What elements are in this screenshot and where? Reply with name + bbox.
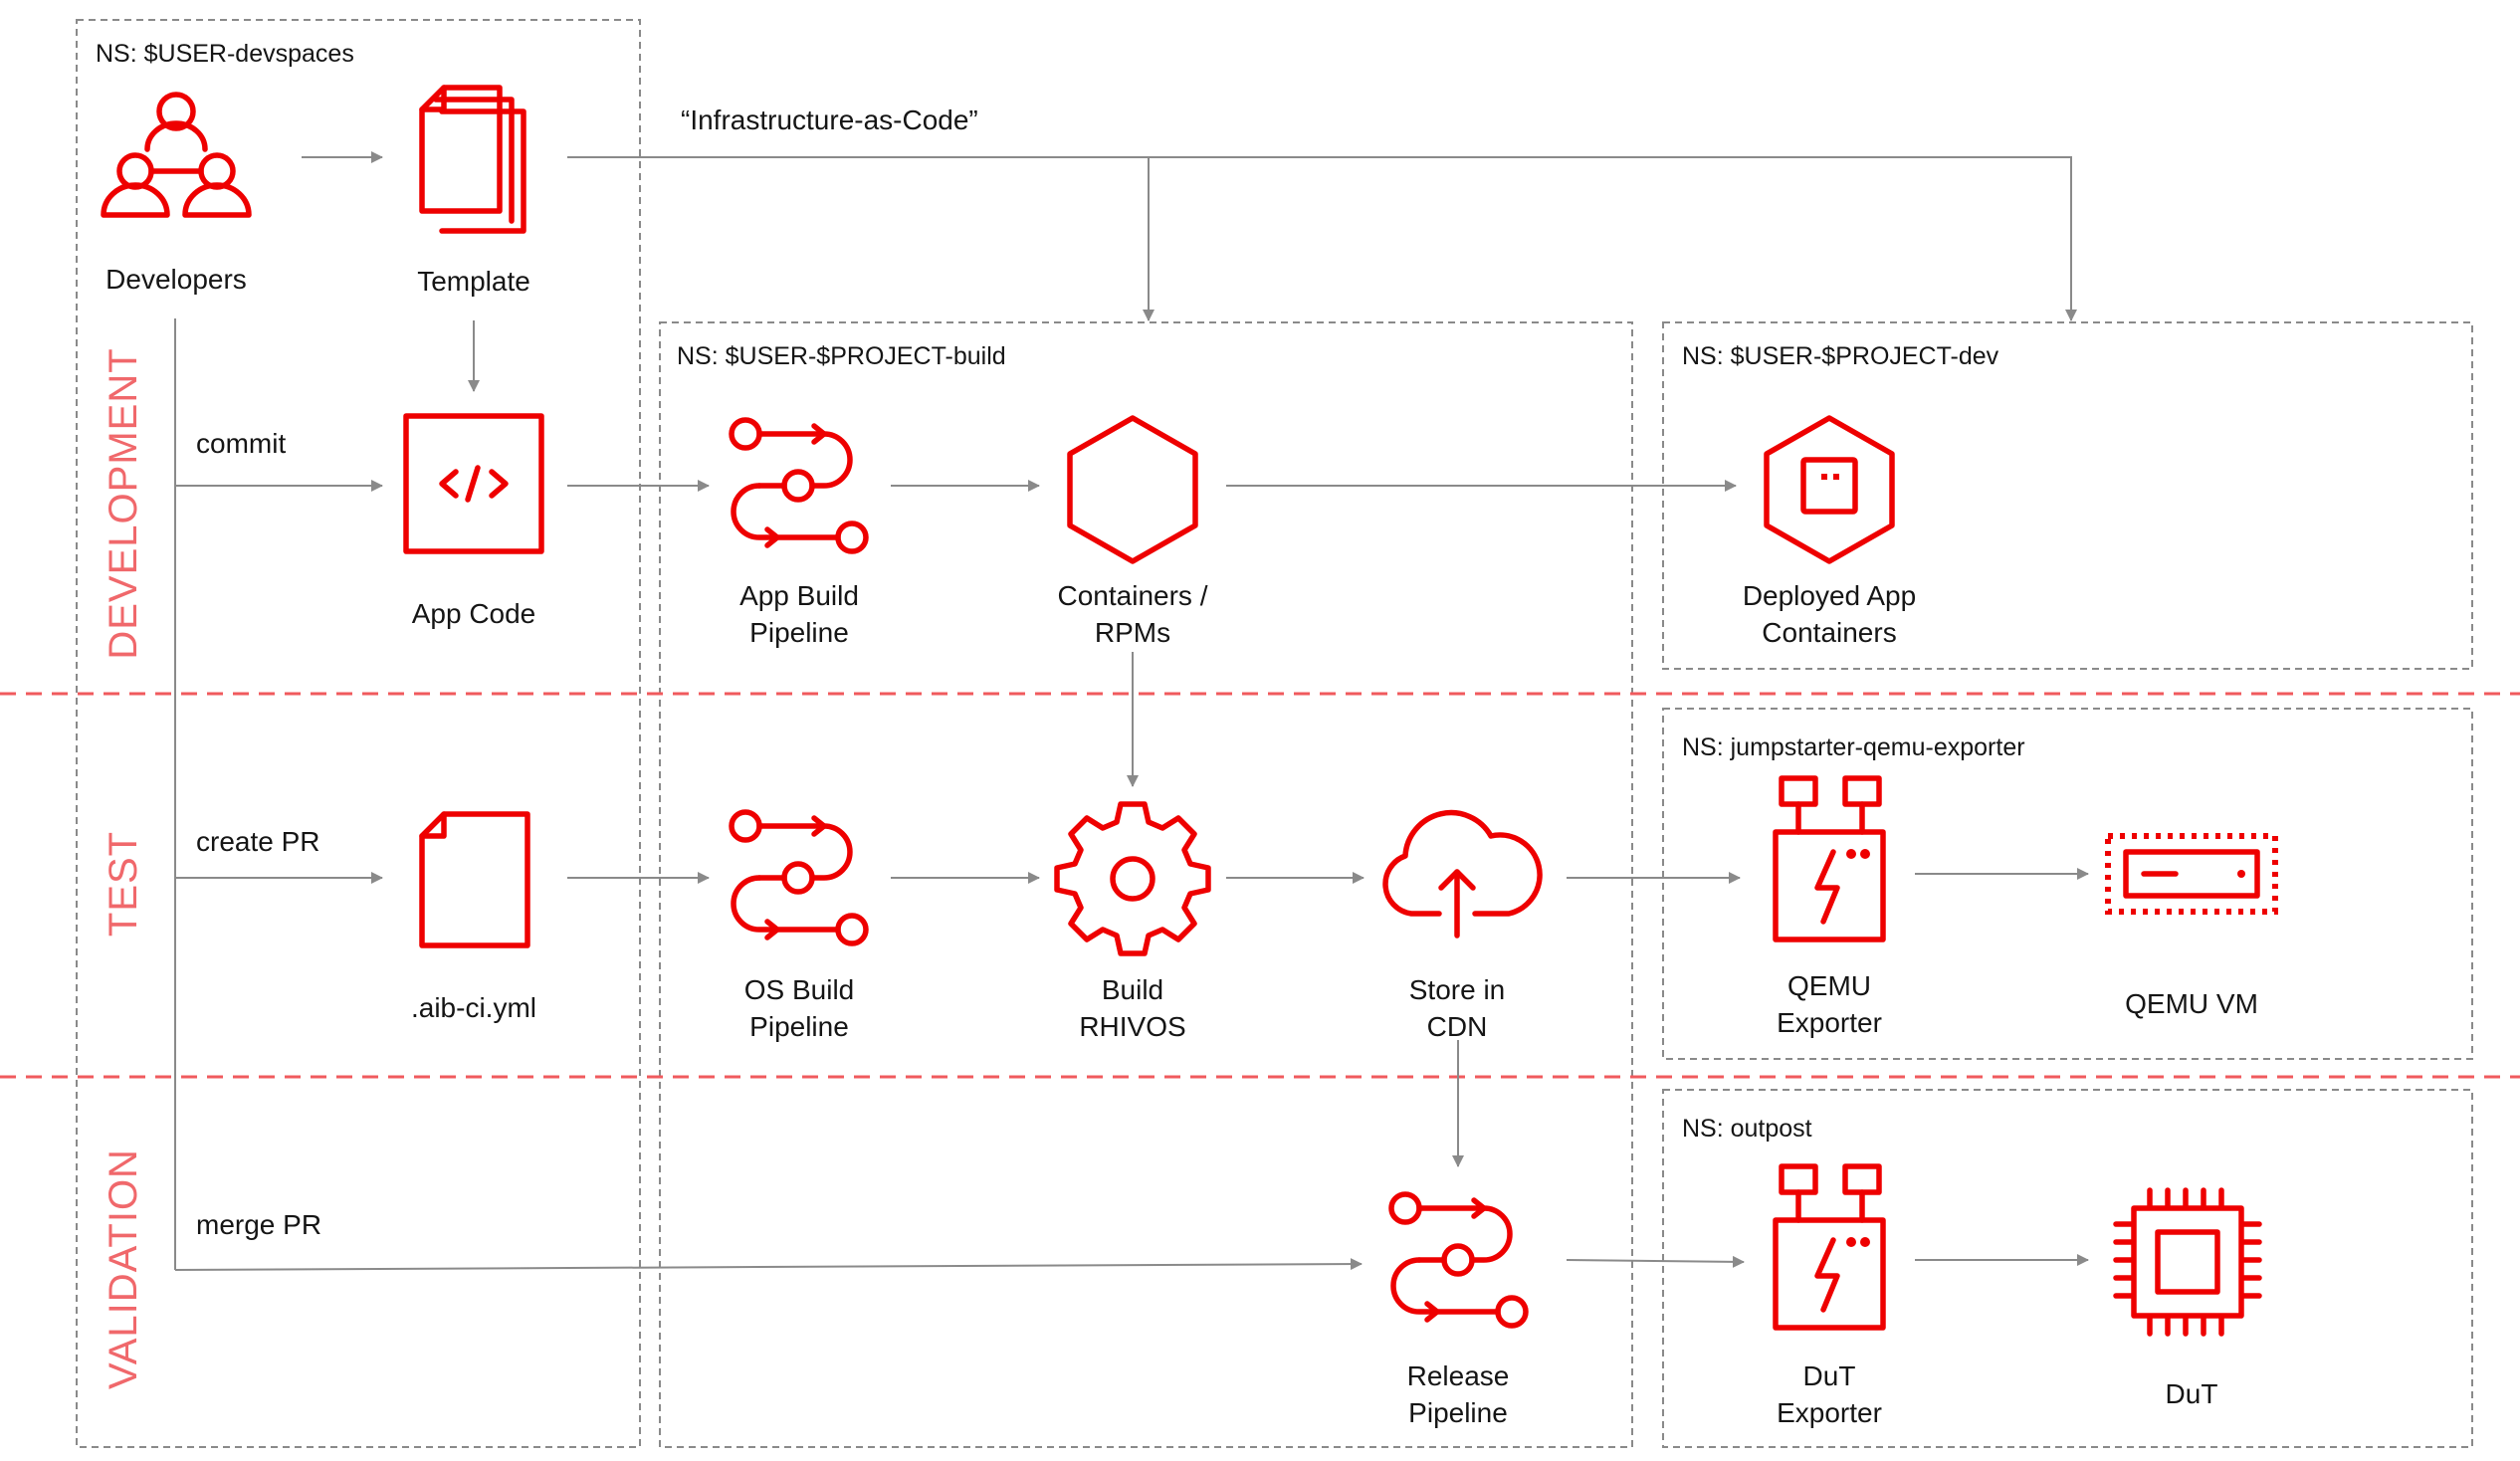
- node-label-line: Containers: [1762, 617, 1896, 648]
- node-label-line: Build: [1102, 974, 1163, 1005]
- node-label-line: RHIVOS: [1079, 1011, 1185, 1042]
- cloud-upload-icon: [1382, 809, 1543, 939]
- namespace-outpost-label: NS: outpost: [1682, 1115, 1812, 1143]
- people-group-icon: [101, 92, 252, 218]
- node-label-store-cdn: Store in CDN: [1409, 974, 1506, 1042]
- phase-label-development: DEVELOPMENT: [102, 347, 145, 659]
- node-label-line: Deployed App: [1743, 580, 1916, 611]
- edge-merge-pr: [174, 1258, 1363, 1271]
- power-device-icon: [1773, 775, 1886, 942]
- node-label-dut: DuT: [2166, 1378, 2218, 1409]
- node-label-line: App Build: [739, 580, 859, 611]
- namespace-devspaces-label: NS: $USER-devspaces: [96, 40, 354, 68]
- power-device-icon: [1773, 1163, 1886, 1331]
- edge-label-commit: commit: [196, 428, 286, 459]
- edge-label-iac: “Infrastructure-as-Code”: [681, 104, 978, 135]
- node-label-line: Containers /: [1058, 580, 1208, 611]
- phase-label-test: TEST: [102, 831, 145, 937]
- node-label-line: Exporter: [1777, 1007, 1882, 1038]
- node-label-line: QEMU: [1787, 970, 1871, 1001]
- connectors: [174, 151, 2089, 1271]
- chip-icon: [2113, 1187, 2262, 1337]
- node-label-line: DuT: [2166, 1378, 2218, 1409]
- node-label-containers-rpms: Containers / RPMs: [1058, 580, 1208, 648]
- edge-label-create-pr: create PR: [196, 826, 320, 857]
- code-file-icon: [403, 413, 544, 554]
- edge-template-dev: [567, 156, 2077, 321]
- node-label-line: Developers: [105, 264, 247, 295]
- namespace-dev: NS: $USER-$PROJECT-dev: [1662, 321, 2473, 670]
- node-label-line: OS Build: [744, 974, 855, 1005]
- namespace-dev-label: NS: $USER-$PROJECT-dev: [1682, 342, 1999, 370]
- namespace-qemu-exporter-label: NS: jumpstarter-qemu-exporter: [1682, 733, 2025, 761]
- node-label-line: Pipeline: [749, 617, 849, 648]
- server-icon: [2105, 833, 2278, 915]
- pipeline-icon: [729, 809, 869, 946]
- namespace-devspaces: NS: $USER-devspaces: [76, 19, 641, 1448]
- pipeline-icon: [729, 417, 869, 554]
- namespace-outpost: NS: outpost: [1662, 1089, 2473, 1448]
- node-label-dut-exporter: DuT Exporter: [1777, 1360, 1882, 1428]
- edge-release-dut-exporter: [1566, 1255, 1745, 1268]
- node-label-qemu-vm: QEMU VM: [2125, 988, 2258, 1019]
- node-label-line: Exporter: [1777, 1397, 1882, 1428]
- edge-label-merge-pr: merge PR: [196, 1209, 321, 1240]
- documents-icon: [419, 85, 526, 234]
- gear-icon: [1054, 801, 1211, 956]
- node-label-template: Template: [417, 266, 530, 297]
- node-label-line: Template: [417, 266, 530, 297]
- node-label-line: App Code: [412, 598, 536, 629]
- hexagon-icon: [1067, 415, 1198, 564]
- node-label-line: DuT: [1803, 1360, 1856, 1391]
- node-label-line: Release: [1407, 1360, 1510, 1391]
- node-label-qemu-exporter: QEMU Exporter: [1777, 970, 1882, 1038]
- namespace-build: NS: $USER-$PROJECT-build: [659, 321, 1633, 1448]
- node-label-line: Pipeline: [749, 1011, 849, 1042]
- node-label-line: QEMU VM: [2125, 988, 2258, 1019]
- namespace-qemu-exporter: NS: jumpstarter-qemu-exporter: [1662, 708, 2473, 1060]
- document-icon: [419, 811, 530, 948]
- node-label-aib-ci: .aib-ci.yml: [411, 992, 536, 1023]
- node-label-line: Store in: [1409, 974, 1506, 1005]
- node-label-line: Pipeline: [1408, 1397, 1508, 1428]
- node-label-line: RPMs: [1095, 617, 1170, 648]
- pipeline-icon: [1388, 1191, 1529, 1329]
- node-label-developers: Developers: [105, 264, 247, 295]
- hexagon-box-icon: [1764, 415, 1895, 564]
- node-label-app-code: App Code: [412, 598, 536, 629]
- node-label-line: .aib-ci.yml: [411, 992, 536, 1023]
- node-label-line: CDN: [1427, 1011, 1488, 1042]
- namespace-build-label: NS: $USER-$PROJECT-build: [677, 342, 1006, 370]
- phase-label-validation: VALIDATION: [102, 1148, 145, 1389]
